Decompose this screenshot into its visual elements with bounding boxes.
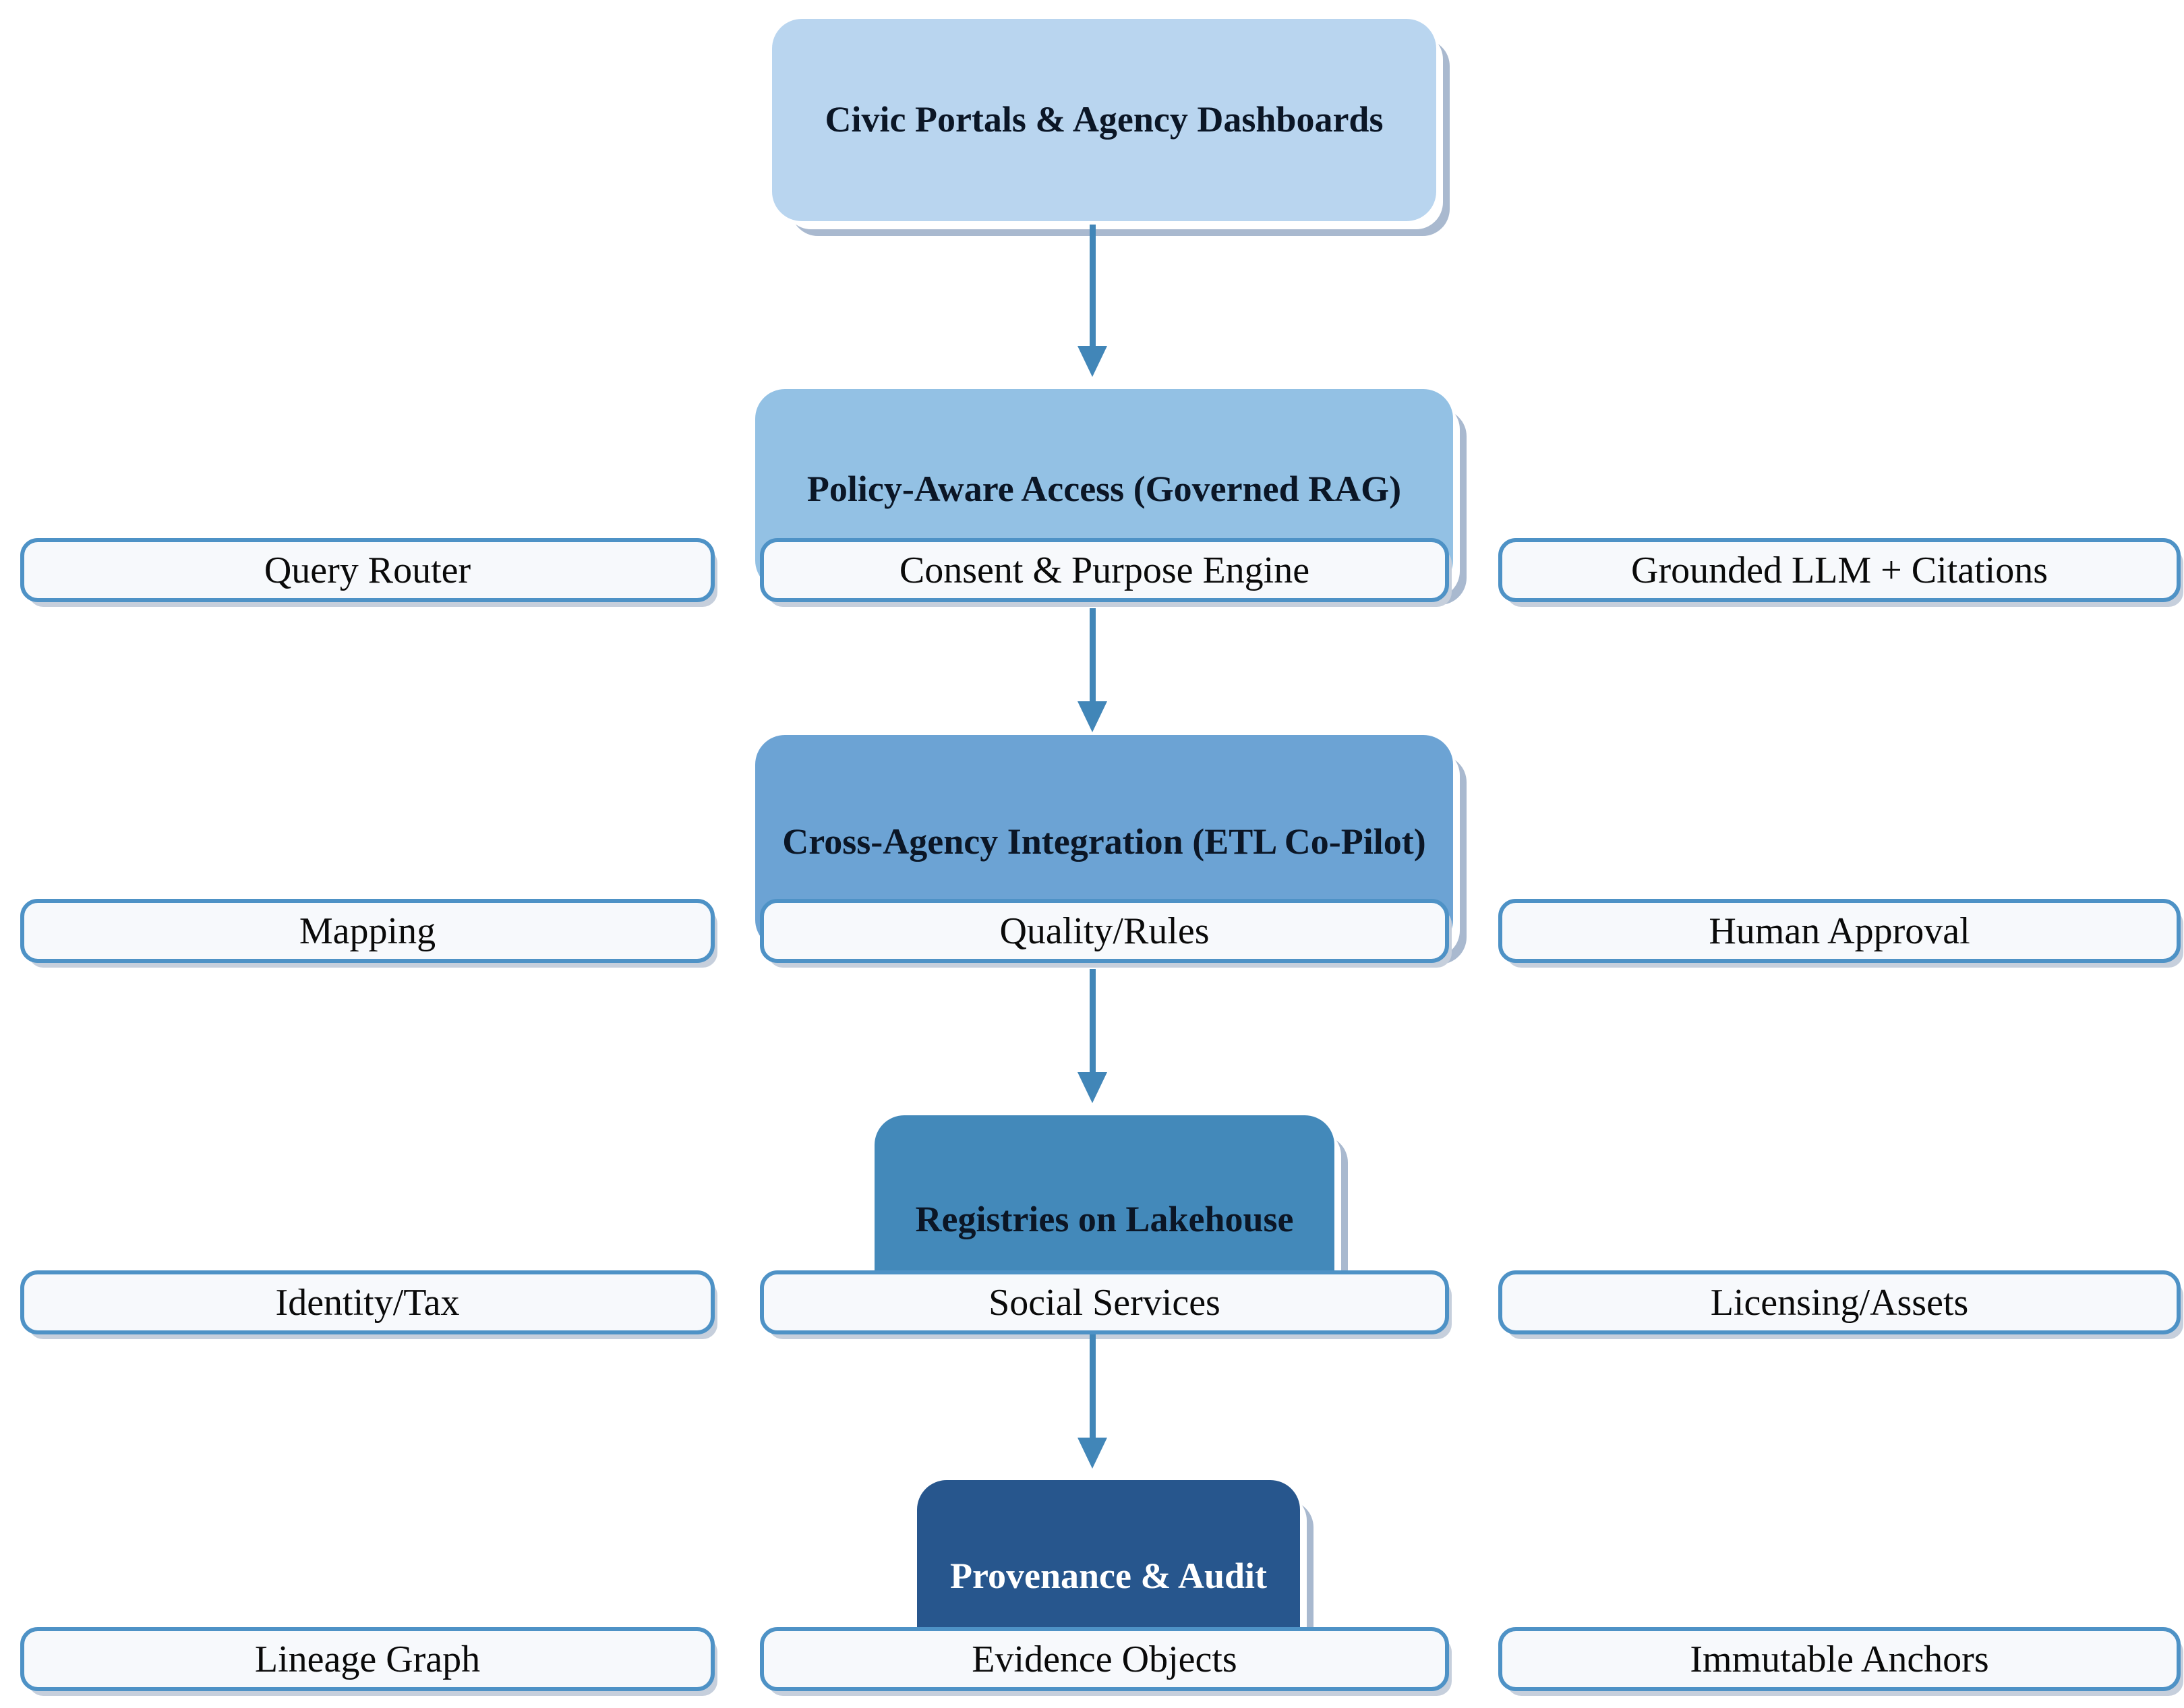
node-grounded-llm-citations: Grounded LLM + Citations	[1498, 538, 2181, 602]
node-quality-rules: Quality/Rules	[760, 899, 1449, 963]
node-label: Lineage Graph	[254, 1638, 481, 1680]
arrowhead-icon	[1078, 1072, 1107, 1103]
arrowhead-icon	[1078, 346, 1107, 377]
arrow-line	[1090, 1334, 1096, 1438]
node-label: Mapping	[299, 910, 436, 952]
node-label: Consent & Purpose Engine	[899, 549, 1310, 591]
node-civic-portals-agency-dashboards: Civic Portals & Agency Dashboards	[772, 19, 1436, 221]
node-label: Query Router	[264, 549, 471, 591]
node-label: Grounded LLM + Citations	[1631, 549, 2048, 591]
node-title: Registries on Lakehouse	[915, 1199, 1294, 1240]
node-label: Identity/Tax	[275, 1281, 460, 1324]
arrow-line	[1090, 969, 1096, 1072]
node-label: Quality/Rules	[999, 910, 1210, 952]
node-title: Policy-Aware Access (Governed RAG)	[806, 469, 1402, 510]
node-licensing-assets: Licensing/Assets	[1498, 1270, 2181, 1334]
node-label: Immutable Anchors	[1690, 1638, 1989, 1680]
node-title: Provenance & Audit	[950, 1555, 1267, 1596]
node-title: Cross-Agency Integration (ETL Co-Pilot)	[782, 821, 1426, 862]
node-human-approval: Human Approval	[1498, 899, 2181, 963]
node-label: Social Services	[988, 1281, 1220, 1324]
node-label: Licensing/Assets	[1710, 1281, 1969, 1324]
node-label: Evidence Objects	[972, 1638, 1237, 1680]
node-social-services: Social Services	[760, 1270, 1449, 1334]
node-lineage-graph: Lineage Graph	[20, 1627, 715, 1691]
node-query-router: Query Router	[20, 538, 715, 602]
node-mapping: Mapping	[20, 899, 715, 963]
node-label: Human Approval	[1709, 910, 1970, 952]
node-identity-tax: Identity/Tax	[20, 1270, 715, 1334]
node-consent-purpose-engine: Consent & Purpose Engine	[760, 538, 1449, 602]
node-title: Civic Portals & Agency Dashboards	[825, 99, 1384, 140]
arrowhead-icon	[1078, 701, 1107, 732]
arrowhead-icon	[1078, 1438, 1107, 1469]
node-immutable-anchors: Immutable Anchors	[1498, 1627, 2181, 1691]
node-evidence-objects: Evidence Objects	[760, 1627, 1449, 1691]
arrow-line	[1090, 225, 1096, 346]
arrow-line	[1090, 608, 1096, 701]
